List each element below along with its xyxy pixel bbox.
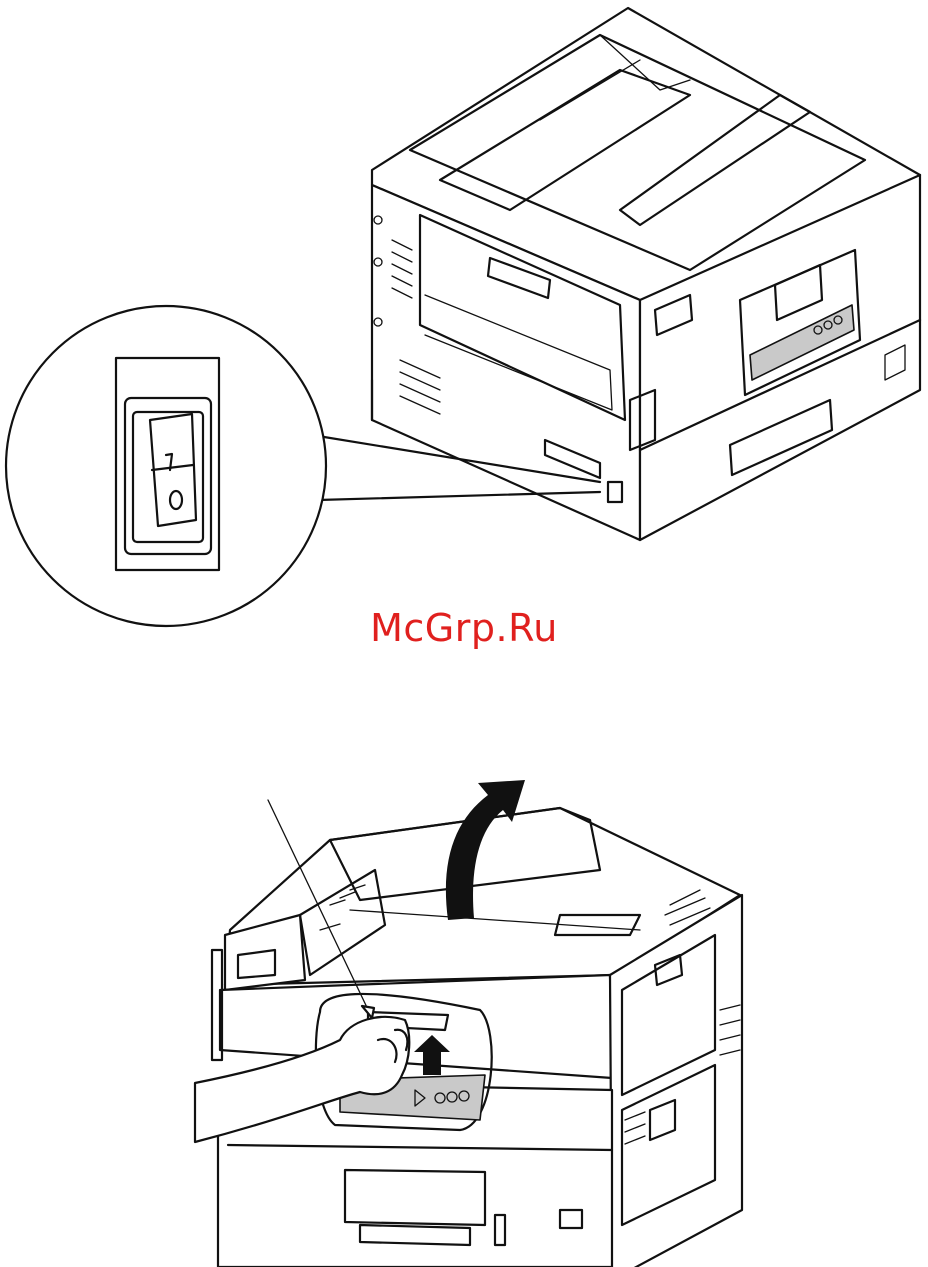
- printer-power-switch-illustration: [0, 0, 928, 680]
- cover-release-latch: [368, 1012, 448, 1030]
- push-up-arrow-icon: [414, 1035, 450, 1075]
- watermark-text: McGrp.Ru: [0, 606, 928, 650]
- power-rocker-switch-icon: [150, 414, 196, 526]
- printer-body-top-view: [372, 8, 920, 540]
- lift-cover-arrow-icon: [446, 780, 525, 920]
- printer-body-front-view: [212, 808, 742, 1267]
- power-switch-magnified-callout: [6, 306, 326, 626]
- latch-leader-line: [268, 800, 372, 1018]
- hand-illustration: [195, 1017, 409, 1142]
